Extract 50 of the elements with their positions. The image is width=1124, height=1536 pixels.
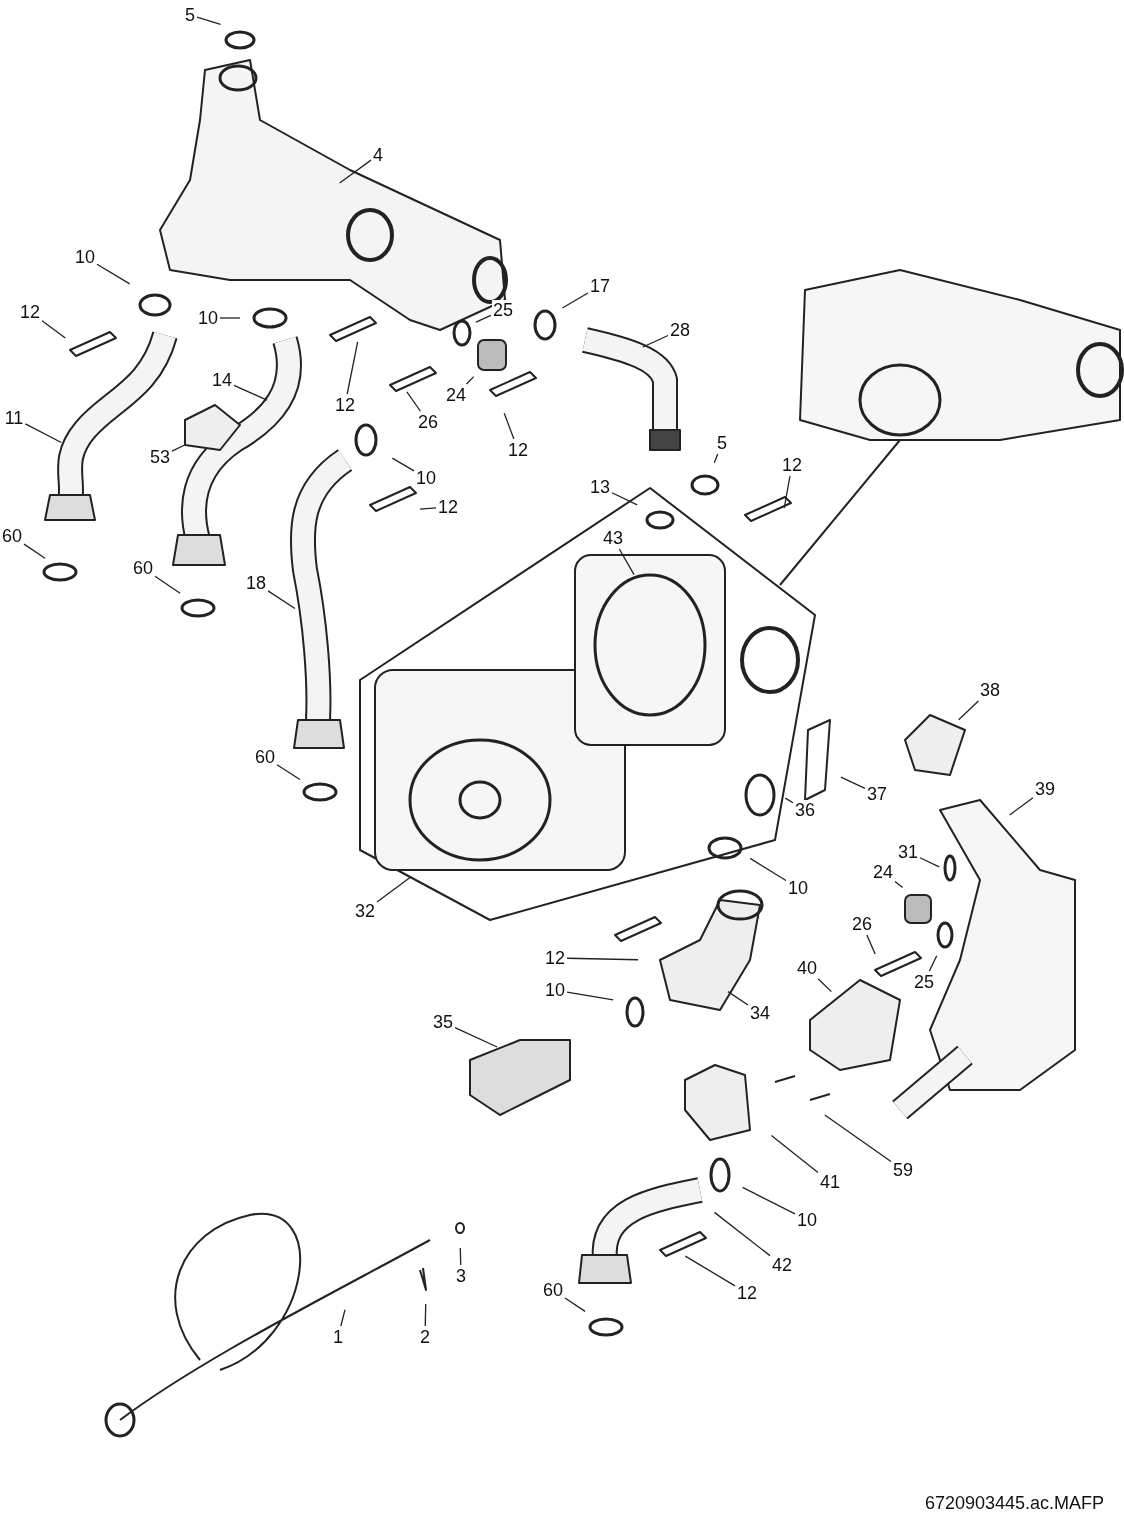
leader-line [376,876,412,903]
leader-line [713,1211,771,1257]
leader-line [24,423,62,444]
leader-line [339,159,372,184]
leader-line [340,1308,346,1327]
leader-line [742,1186,796,1215]
leader-line [684,1255,736,1287]
leader-line [96,263,131,285]
leader-line [561,292,589,309]
leader-line [840,776,866,790]
leader-line [154,575,181,594]
leader-line [919,857,940,868]
leader-line [23,543,46,559]
leader-line [503,412,515,440]
leader-line [928,955,938,972]
leader-line [566,991,614,1001]
leader-line [894,880,904,889]
leader-line [1009,797,1034,816]
leader-line [391,457,415,472]
leader-line [618,548,635,576]
leader-line [713,453,719,464]
leader-line [749,857,787,882]
leader-line [958,700,980,721]
leader-line [276,764,301,781]
leader-line [566,957,639,961]
drawing-number: 6720903445.ac.MAFP [924,1493,1104,1514]
leader-line [267,590,296,610]
leader-line [727,991,749,1006]
leader-line [824,1114,892,1163]
leader-line [783,475,791,509]
leader-line [817,978,833,993]
leader-line [196,16,222,26]
leader-line [419,507,437,510]
leader-line [564,1297,586,1312]
leader-line [770,1134,819,1174]
leader-line [406,391,421,412]
leader-line [465,376,475,385]
leader-line [459,1247,462,1266]
leader-line [475,314,492,323]
leader-line [233,384,268,401]
leader-line [784,797,794,804]
leader-line [866,934,876,955]
leader-line [642,334,669,348]
leader-line [219,317,241,319]
leader-line [346,341,359,395]
leader-line [611,492,638,506]
leader-line [454,1026,498,1048]
leader-line [424,1303,427,1327]
leader-line [41,320,66,339]
leader-line [171,444,185,452]
